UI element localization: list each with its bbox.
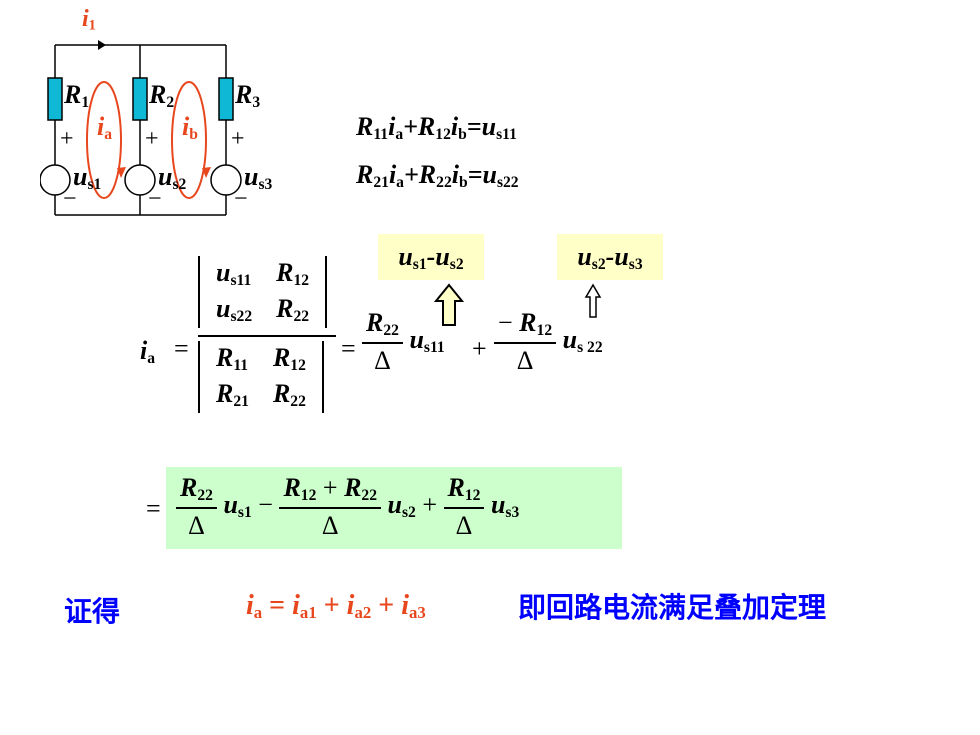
source-us3 — [210, 164, 242, 196]
equals-sign-3: = — [146, 494, 161, 523]
plus-sign-3: + — [231, 126, 245, 152]
equals-sign-2: = — [341, 334, 356, 363]
label-r3: R3 — [235, 80, 261, 111]
plus-sign: + — [472, 334, 487, 363]
plus-sign-2: + — [145, 126, 159, 152]
resistor-r1 — [47, 77, 63, 121]
label-ia: ia — [97, 112, 113, 143]
mesh-equation-1: R11ia+R12ib=us11 — [356, 112, 517, 143]
label-us1: us1 — [73, 162, 102, 193]
label-ib: ib — [182, 112, 198, 143]
up-arrow-icon — [584, 283, 602, 318]
up-arrow-icon — [434, 283, 464, 326]
source-us1 — [40, 164, 71, 196]
label-i1: i1 — [82, 6, 96, 34]
mesh-loop-a — [86, 81, 122, 199]
fraction-line — [198, 334, 336, 337]
label-r1: R1 — [64, 80, 90, 111]
circuit-diagram — [40, 40, 242, 216]
highlight-us2-minus-us3: us2-us3 — [557, 234, 663, 280]
highlight-us1-minus-us2: us1-us2 — [378, 234, 484, 280]
source-us2 — [124, 164, 156, 196]
plus-sign-1: + — [60, 126, 74, 152]
minus-sign-3: − — [234, 186, 248, 212]
label-r2: R2 — [149, 80, 175, 111]
mesh-loop-b — [171, 81, 207, 199]
lhs-ia: ia — [140, 336, 156, 367]
label-us3: us3 — [244, 162, 273, 193]
resistor-r2 — [132, 77, 148, 121]
proof-label: 证得 — [64, 595, 121, 628]
mesh-equation-2: R21ia+R22ib=us22 — [356, 160, 519, 191]
minus-sign-1: − — [63, 186, 77, 212]
equals-sign: = — [174, 334, 189, 363]
resistor-r3 — [218, 77, 234, 121]
conclusion-text: 即回路电流满足叠加定理 — [518, 591, 827, 624]
minus-sign-2: − — [148, 186, 162, 212]
label-us2: us2 — [158, 162, 187, 193]
superposition-equation: ia = ia1 + ia2 + ia3 — [246, 590, 426, 623]
